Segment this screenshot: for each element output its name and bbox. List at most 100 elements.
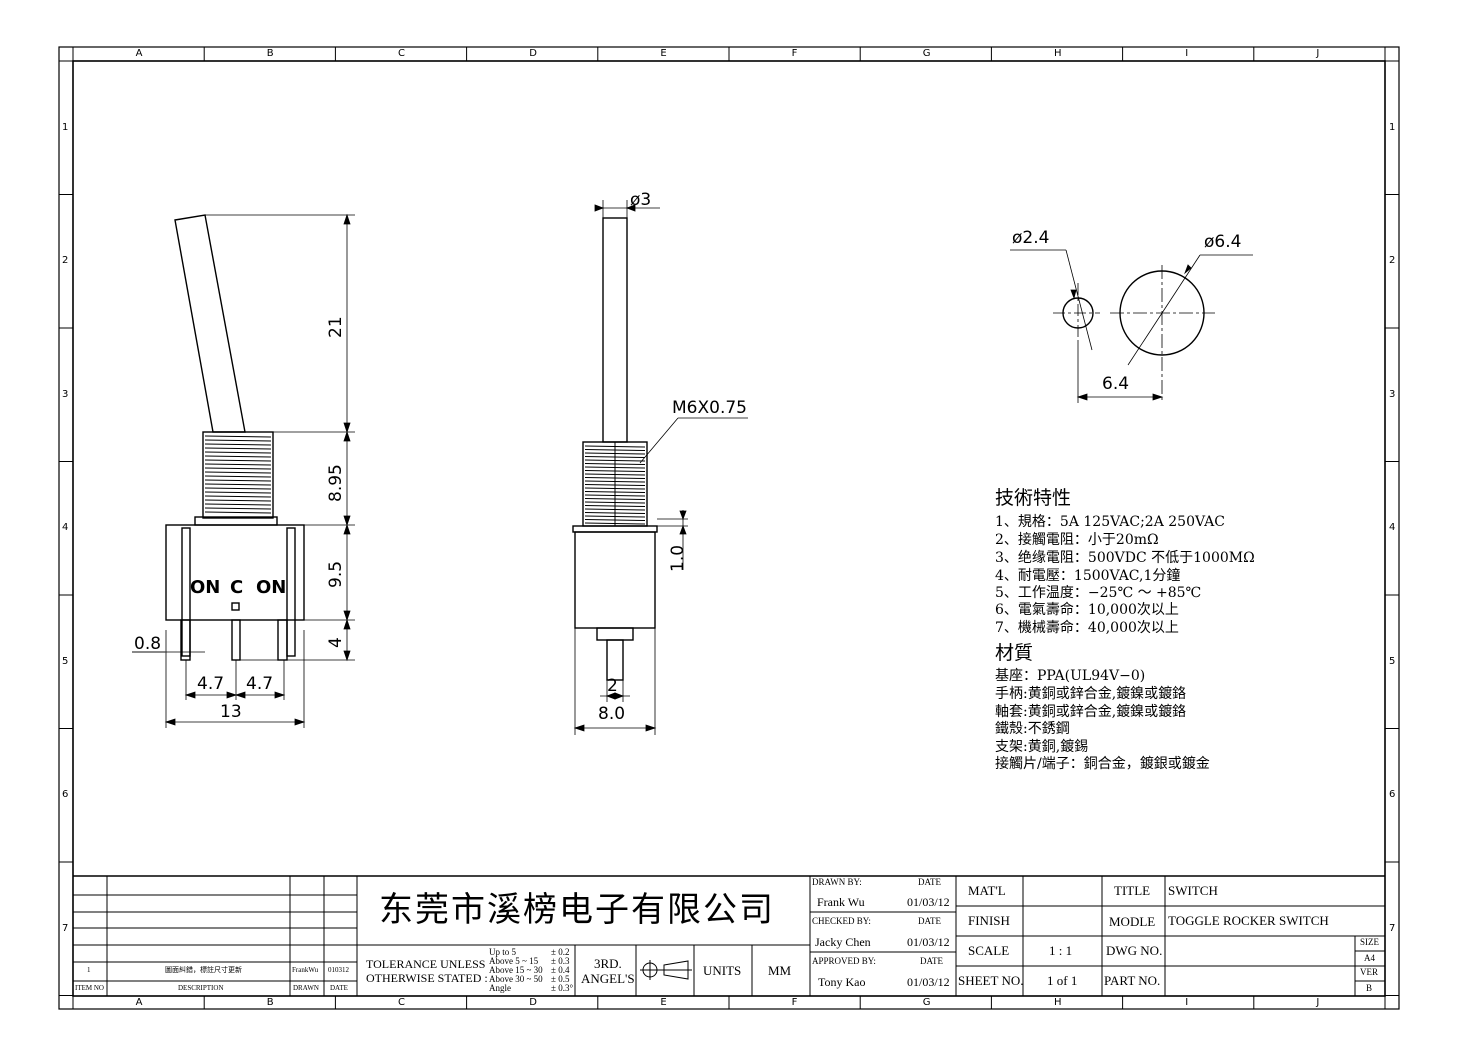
model-label: MODLE (1109, 914, 1156, 929)
dim-depth: 8.0 (598, 704, 626, 724)
spec-item: 2、接觸電阻：小于20mΩ (995, 532, 1159, 548)
grid-ticks (59, 47, 1399, 1009)
grid-column-label: C (398, 997, 405, 1008)
projection-label-1: 3RD. (594, 956, 622, 971)
grid-column-label: F (791, 48, 798, 59)
grid-column-label: I (1185, 48, 1189, 59)
dim-offset: 1.0 (668, 544, 688, 572)
dim-pitch-right: 4.7 (246, 674, 274, 694)
grid-row-label: 4 (1389, 522, 1396, 534)
dim-large-hole: ø6.4 (1204, 232, 1242, 252)
tolerance-label-1: TOLERANCE UNLESS (366, 957, 486, 971)
dim-lever-diameter: ø3 (630, 190, 652, 210)
material-item: 軸套:黄銅或鋅合金,鍍鎳或鍍鉻 (995, 704, 1187, 720)
rev-header-item: ITEM NO (75, 984, 104, 992)
grid-row-label: 1 (62, 121, 69, 133)
rev-description: 圖面糾錯，標註尺寸更新 (165, 966, 242, 974)
size-value: A4 (1364, 953, 1375, 963)
dim-small-hole: ø2.4 (1012, 228, 1050, 248)
grid-column-label: J (1316, 48, 1320, 59)
tolerance-range: Above 30 ~ 50 (489, 974, 543, 984)
tolerance-value: ± 0.2 (551, 947, 570, 957)
checked-by: Jacky Chen (815, 935, 871, 949)
grid-column-label: E (660, 997, 667, 1008)
date-label: DATE (920, 956, 943, 966)
tolerance-value: ± 0.4 (551, 965, 570, 975)
grid-row-label: 2 (1389, 255, 1396, 267)
tolerance-range: Up to 5 (489, 947, 516, 957)
dim-terminal-height: 4 (326, 637, 346, 648)
spec-item: 4、耐電壓：1500VAC,1分鐘 (995, 568, 1181, 584)
grid-row-label: 5 (1389, 655, 1396, 667)
grid-row-label: 6 (62, 789, 69, 801)
grid-column-label: H (1054, 997, 1062, 1008)
dim-total-width: 13 (220, 702, 242, 722)
material-label: MAT'L (968, 883, 1006, 898)
dim-pin-width-side: 2 (607, 676, 618, 696)
grid-column-label: D (529, 997, 537, 1008)
grid-column-label: D (529, 48, 537, 59)
grid-row-label: 7 (62, 922, 69, 934)
grid-column-label: B (266, 997, 274, 1008)
tolerance-range: Angle (489, 983, 511, 993)
part-label: PART NO. (1104, 973, 1161, 988)
rev-drawn: FrankWu (292, 966, 319, 974)
spec-item: 5、工作温度：−25℃ ～ +85℃ (995, 585, 1202, 601)
grid-column-label: E (660, 48, 667, 59)
grid-column-label: C (398, 48, 405, 59)
version-value: B (1366, 983, 1373, 993)
rev-item-no: 1 (87, 966, 91, 974)
spec-item: 3、绝缘電阻：500VDC 不低于1000MΩ (995, 550, 1255, 566)
grid-column-label: G (922, 48, 931, 59)
tolerance-value: ± 0.3° (551, 983, 574, 993)
rev-header-date: DATE (330, 984, 348, 992)
projection-label-2: ANGEL'S (581, 971, 635, 986)
company-name: 东莞市溪榜电子有限公司 (379, 890, 775, 930)
units-value: MM (768, 963, 792, 978)
spec-item: 6、電氣壽命：10,000次以上 (995, 602, 1179, 618)
material-item: 手柄:黄銅或鋅合金,鍍鎳或鍍鉻 (995, 686, 1187, 702)
checked-date: 01/03/12 (907, 935, 950, 949)
label-on-left: ON (190, 577, 221, 598)
version-label: VER (1360, 967, 1378, 977)
grid-column-label: B (266, 48, 274, 59)
grid-row-label: 3 (1389, 388, 1396, 400)
material-item: 支架:黄銅,鍍錫 (995, 739, 1089, 755)
rev-date: 010312 (328, 966, 349, 974)
grid-column-label: J (1316, 997, 1320, 1008)
grid-row-label: 7 (1389, 922, 1396, 934)
drawn-by-label: DRAWN BY: (812, 877, 862, 887)
spec-item: 7、機械壽命：40,000次以上 (995, 620, 1179, 636)
dim-pin-width: 0.8 (134, 634, 162, 654)
rev-header-description: DESCRIPTION (178, 984, 224, 992)
approved-by-label: APPROVED BY: (812, 956, 876, 966)
grid-row-label: 5 (62, 655, 69, 667)
dim-pitch-left: 4.7 (197, 674, 225, 694)
finish-label: FINISH (968, 913, 1010, 928)
model-value: TOGGLE ROCKER SWITCH (1168, 913, 1329, 928)
tolerance-value: ± 0.3 (551, 956, 570, 966)
side-view (572, 200, 748, 735)
grid-column-label: F (791, 997, 798, 1008)
grid-column-label: I (1185, 997, 1189, 1008)
grid-row-label: 1 (1389, 121, 1396, 133)
drawn-date: 01/03/12 (907, 895, 950, 909)
title-label: TITLE (1114, 883, 1151, 898)
dim-lever-height: 21 (326, 316, 346, 338)
label-on-right: ON (256, 577, 287, 598)
date-label: DATE (918, 916, 941, 926)
date-label: DATE (918, 877, 941, 887)
grid-row-label: 6 (1389, 789, 1396, 801)
spec-item: 1、規格：5A 125VAC;2A 250VAC (995, 514, 1225, 530)
dwg-label: DWG NO. (1106, 943, 1163, 958)
specs-title: 技術特性 (995, 487, 1072, 509)
sheet-label: SHEET NO. (958, 973, 1024, 988)
grid-column-label: G (922, 997, 931, 1008)
grid-column-label: H (1054, 48, 1062, 59)
drawn-by: Frank Wu (817, 895, 865, 909)
grid-row-label: 2 (62, 255, 69, 267)
scale-label: SCALE (968, 943, 1010, 958)
label-common: C (230, 577, 244, 598)
tolerance-label-2: OTHERWISE STATED : (366, 971, 488, 985)
material-item: 接觸片/端子：銅合金，鍍銀或鍍金 (995, 756, 1210, 772)
